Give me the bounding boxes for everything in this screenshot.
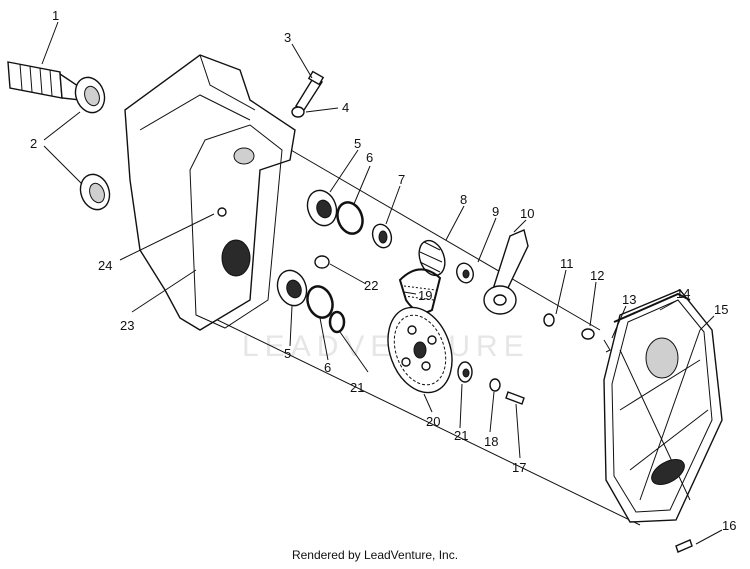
part-19-chain: [398, 268, 442, 314]
callout-3: 3: [284, 30, 291, 45]
part-5-bearing-lower: [276, 269, 308, 307]
part-12-nut: [581, 328, 595, 340]
part-14-gasket: [613, 292, 691, 323]
callout-16: 16: [722, 518, 736, 533]
callout-4: 4: [342, 100, 349, 115]
assembly-axis-lines: [167, 131, 641, 526]
callout-19: 19: [418, 288, 432, 303]
part-11-washer: [543, 313, 555, 327]
callout-22: 22: [364, 278, 378, 293]
part-3-bolt: [295, 70, 325, 111]
callout-20: 20: [426, 414, 440, 429]
callout-24: 24: [98, 258, 112, 273]
callout-12: 12: [590, 268, 604, 283]
callout-17: 17: [512, 460, 526, 475]
callout-21-upper: 21: [350, 380, 364, 395]
part-7-seal: [371, 223, 393, 249]
watermark-text: LEADVENTURE: [242, 330, 530, 363]
callout-23: 23: [120, 318, 134, 333]
callout-5-lower: 5: [284, 346, 291, 361]
part-1-shaft: [7, 61, 81, 101]
callout-11: 11: [560, 256, 574, 271]
callout-18: 18: [484, 434, 498, 449]
part-6-snap-ring-lower: [306, 285, 334, 319]
part-8-sprocket: [418, 239, 446, 277]
callout-9: 9: [492, 204, 499, 219]
callout-6-lower: 6: [324, 360, 331, 375]
callout-2: 2: [30, 136, 37, 151]
part-5-bearing-upper: [306, 189, 338, 227]
callout-5-upper: 5: [354, 136, 361, 151]
part-16-screw: [675, 539, 693, 553]
leader-lines: [41, 21, 723, 545]
part-15-cover: [603, 289, 723, 523]
part-21-ring-upper: [328, 310, 346, 334]
callout-21-lower: 21: [454, 428, 468, 443]
part-6-snap-ring-upper: [336, 201, 364, 235]
part-21-ring-lower: [457, 361, 473, 383]
callout-8: 8: [460, 192, 467, 207]
part-17-bolt: [505, 391, 525, 405]
part-20-large-sprocket: [387, 306, 453, 394]
chaincase-housing: [124, 54, 296, 331]
callout-7: 7: [398, 172, 405, 187]
part-18-washer: [489, 378, 501, 392]
part-13-cotter-pin: [603, 339, 611, 353]
callout-14: 14: [676, 286, 690, 301]
part-10-tensioner: [483, 229, 529, 315]
callout-13: 13: [622, 292, 636, 307]
part-4-nut: [291, 106, 305, 118]
footer-credit: Rendered by LeadVenture, Inc.: [291, 548, 459, 562]
callout-labels: 1 2 3 4 5 5 6 6 7 8 9 10 11 12 13 14 15 …: [30, 8, 736, 533]
part-9-spacer: [456, 262, 474, 284]
callout-15: 15: [714, 302, 728, 317]
part-2-seal-upper: [74, 76, 106, 114]
callout-6-upper: 6: [366, 150, 373, 165]
callout-10: 10: [520, 206, 534, 221]
callout-1: 1: [52, 8, 59, 23]
part-2-seal-lower: [79, 173, 111, 211]
part-22-nut: [314, 255, 330, 269]
part-23-gasket: [189, 124, 283, 329]
